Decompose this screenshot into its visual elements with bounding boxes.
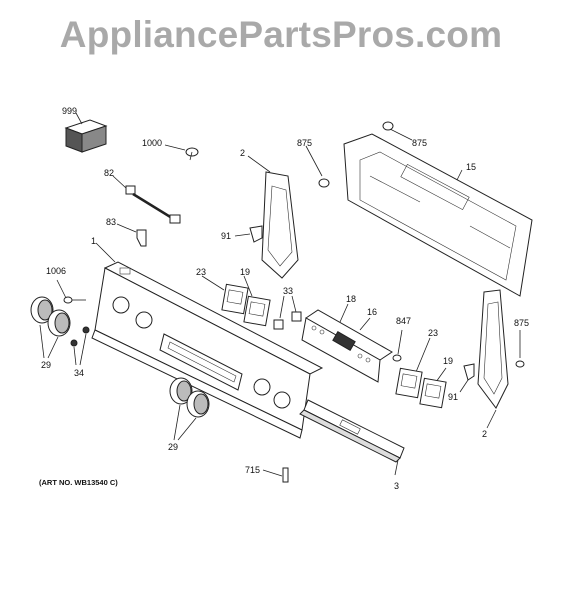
part-16-18-clock bbox=[301, 303, 393, 383]
callout-91-right: 91 bbox=[448, 392, 458, 402]
watermark: AppliancePartsPros.com bbox=[59, 14, 503, 55]
callout-1: 1 bbox=[91, 236, 96, 246]
callout-19-left: 19 bbox=[240, 267, 250, 277]
callout-15: 15 bbox=[466, 162, 476, 172]
part-23-19-switches-left bbox=[201, 275, 271, 327]
part-715-screw bbox=[262, 467, 289, 483]
callout-3: 3 bbox=[394, 481, 399, 491]
part-875-screws bbox=[305, 121, 413, 188]
callout-16: 16 bbox=[367, 307, 377, 317]
part-847-screw bbox=[392, 329, 403, 362]
callout-1006: 1006 bbox=[46, 266, 66, 276]
callout-999: 999 bbox=[62, 106, 77, 116]
callout-2-right: 2 bbox=[482, 429, 487, 439]
callout-1000: 1000 bbox=[142, 138, 162, 148]
callout-82: 82 bbox=[104, 168, 114, 178]
part-29-knobs-bottom bbox=[169, 377, 210, 441]
part-2-bracket-right bbox=[459, 289, 525, 429]
part-2-bracket-left bbox=[234, 155, 299, 279]
callout-19-right: 19 bbox=[443, 356, 453, 366]
callout-34: 34 bbox=[74, 368, 84, 378]
part-82-harness bbox=[112, 175, 181, 224]
part-999-box bbox=[64, 112, 108, 153]
part-34-clips bbox=[70, 326, 90, 366]
callout-875-right: 875 bbox=[514, 318, 529, 328]
callout-18: 18 bbox=[346, 294, 356, 304]
callout-847: 847 bbox=[396, 316, 411, 326]
part-1-control-panel bbox=[91, 242, 324, 439]
callout-91-left: 91 bbox=[221, 231, 231, 241]
callout-23-right: 23 bbox=[428, 328, 438, 338]
part-33-clips bbox=[273, 295, 302, 330]
callout-23-left: 23 bbox=[196, 267, 206, 277]
callout-2-left: 2 bbox=[240, 148, 245, 158]
part-3-trim bbox=[299, 399, 405, 476]
part-15-back-panel bbox=[343, 133, 533, 297]
part-83-clip bbox=[116, 223, 147, 247]
callout-29-left: 29 bbox=[41, 360, 51, 370]
part-1000-screw bbox=[164, 144, 199, 161]
callout-875-top: 875 bbox=[297, 138, 312, 148]
callout-33: 33 bbox=[283, 286, 293, 296]
callout-715: 715 bbox=[245, 465, 260, 475]
part-1006-screw bbox=[56, 279, 86, 304]
art-number: (ART NO. WB13540 C) bbox=[39, 478, 118, 487]
callout-875-back: 875 bbox=[412, 138, 427, 148]
part-23-19-switches-right bbox=[395, 337, 447, 409]
callout-83: 83 bbox=[106, 217, 116, 227]
callout-29-bottom: 29 bbox=[168, 442, 178, 452]
part-29-knobs-left bbox=[30, 296, 71, 359]
